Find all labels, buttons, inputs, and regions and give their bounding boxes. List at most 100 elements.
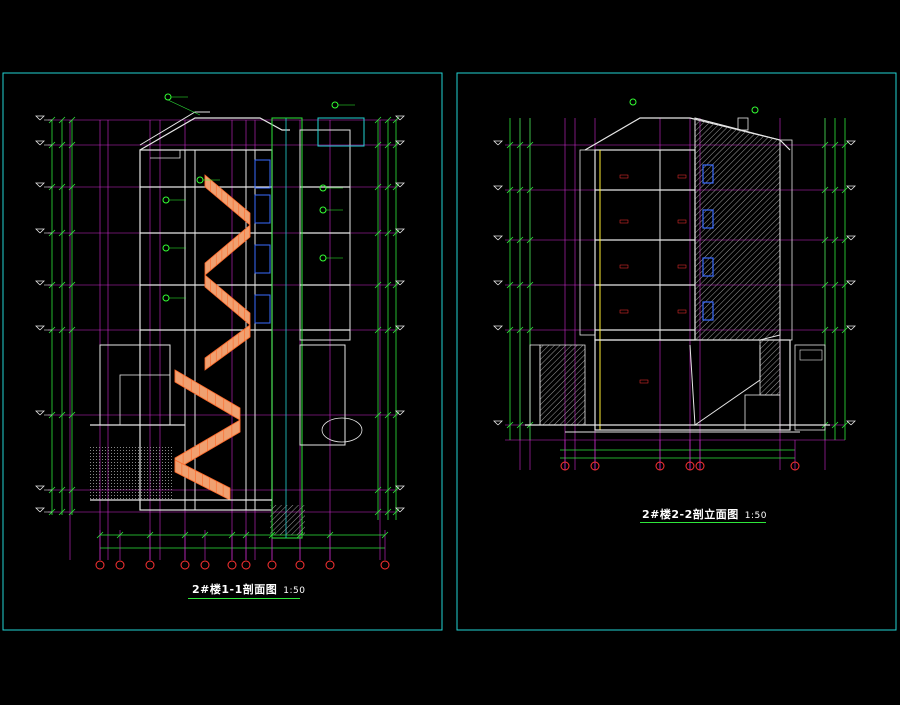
- dim-tick: [374, 229, 382, 237]
- dim-tick: [96, 531, 104, 539]
- section-tag-icon: [164, 93, 172, 101]
- elevation-marker-icon: [395, 485, 405, 491]
- room-tag: [677, 174, 687, 179]
- left-drawing-title: 2#楼1-1剖面图: [192, 583, 278, 596]
- dim-tick: [506, 186, 514, 194]
- dim-tick: [516, 236, 524, 244]
- left-caption-underline: [188, 598, 300, 599]
- section-tag-icon: [319, 206, 327, 214]
- axis-bubble-icon: [227, 560, 237, 570]
- dim-tick: [526, 236, 534, 244]
- dim-tick: [831, 326, 839, 334]
- elevation-marker-icon: [846, 185, 856, 191]
- dim-tick: [831, 281, 839, 289]
- right-chimney: [737, 117, 749, 131]
- room-tag: [677, 264, 687, 269]
- right-stair-rail: [529, 344, 541, 426]
- left-window: [254, 194, 271, 224]
- right-building-body: [594, 149, 696, 341]
- elevation-marker-icon: [846, 235, 856, 241]
- dim-tick: [841, 421, 849, 429]
- axis-bubble-icon: [325, 560, 335, 570]
- axis-bubble-icon: [590, 461, 600, 471]
- dim-tick: [506, 326, 514, 334]
- dim-tick: [58, 183, 66, 191]
- dim-tick: [374, 281, 382, 289]
- elevation-marker-icon: [35, 140, 45, 146]
- dim-tick: [228, 531, 236, 539]
- elevation-marker-icon: [35, 280, 45, 286]
- left-window: [254, 244, 271, 274]
- dim-tick: [384, 508, 392, 516]
- axis-bubble-icon: [180, 560, 190, 570]
- tag-leader: [167, 99, 201, 116]
- dim-tick: [116, 531, 124, 539]
- left-ellipse: [321, 417, 363, 443]
- dim-tick: [58, 141, 66, 149]
- elevation-marker-icon: [395, 325, 405, 331]
- dim-tick: [841, 281, 849, 289]
- right-drawing-title: 2#楼2-2剖立面图: [642, 508, 739, 521]
- dim-tick: [58, 486, 66, 494]
- dim-tick: [58, 281, 66, 289]
- elevation-marker-icon: [35, 325, 45, 331]
- room-tag: [619, 264, 629, 269]
- section-tag-icon: [162, 196, 170, 204]
- left-annex-room: [119, 374, 171, 426]
- room-tag: [677, 309, 687, 314]
- dim-tick: [841, 186, 849, 194]
- left-pit-hatch: [270, 505, 305, 535]
- section-tag-icon: [751, 106, 759, 114]
- elevation-marker-icon: [846, 280, 856, 286]
- dim-tick: [841, 141, 849, 149]
- dim-tick: [58, 411, 66, 419]
- dim-tick: [201, 531, 209, 539]
- dim-tick: [58, 508, 66, 516]
- section-tag-icon: [331, 101, 339, 109]
- room-tag: [677, 219, 687, 224]
- axis-bubble-icon: [267, 560, 277, 570]
- dim-tick: [384, 116, 392, 124]
- dim-tick: [374, 116, 382, 124]
- left-roof-tank: [317, 117, 365, 147]
- left-lower-annex: [99, 344, 171, 426]
- room-tag: [619, 309, 629, 314]
- dim-tick: [374, 141, 382, 149]
- left-roof-inner: [139, 111, 210, 146]
- right-lower-door: [744, 394, 781, 431]
- dim-tick: [831, 186, 839, 194]
- elevation-marker-icon: [35, 410, 45, 416]
- dim-tick: [516, 326, 524, 334]
- dim-tick: [821, 326, 829, 334]
- dim-tick: [821, 186, 829, 194]
- dim-tick: [68, 183, 76, 191]
- left-window: [254, 294, 271, 324]
- right-section-drawing: [493, 98, 856, 471]
- dim-tick: [374, 486, 382, 494]
- dim-tick: [374, 183, 382, 191]
- axis-bubble-icon: [380, 560, 390, 570]
- left-window: [254, 159, 271, 189]
- dim-tick: [506, 421, 514, 429]
- dim-tick: [146, 531, 154, 539]
- dim-tick: [841, 326, 849, 334]
- axis-bubble-icon: [655, 461, 665, 471]
- left-roof-outline: [139, 117, 290, 151]
- axis-bubble-icon: [145, 560, 155, 570]
- section-tag-icon: [196, 176, 204, 184]
- dim-tick: [384, 229, 392, 237]
- dim-tick: [384, 141, 392, 149]
- right-ramp: [689, 344, 761, 426]
- elevation-marker-icon: [395, 140, 405, 146]
- dim-tick: [68, 326, 76, 334]
- dim-tick: [374, 411, 382, 419]
- axis-bubble-icon: [115, 560, 125, 570]
- dim-tick: [821, 141, 829, 149]
- axis-bubble-icon: [560, 461, 570, 471]
- dim-tick: [181, 531, 189, 539]
- section-tag-icon: [629, 98, 637, 106]
- left-section-drawing: [35, 93, 405, 570]
- dim-tick: [384, 281, 392, 289]
- dim-tick: [58, 116, 66, 124]
- right-annex-sill: [799, 349, 823, 361]
